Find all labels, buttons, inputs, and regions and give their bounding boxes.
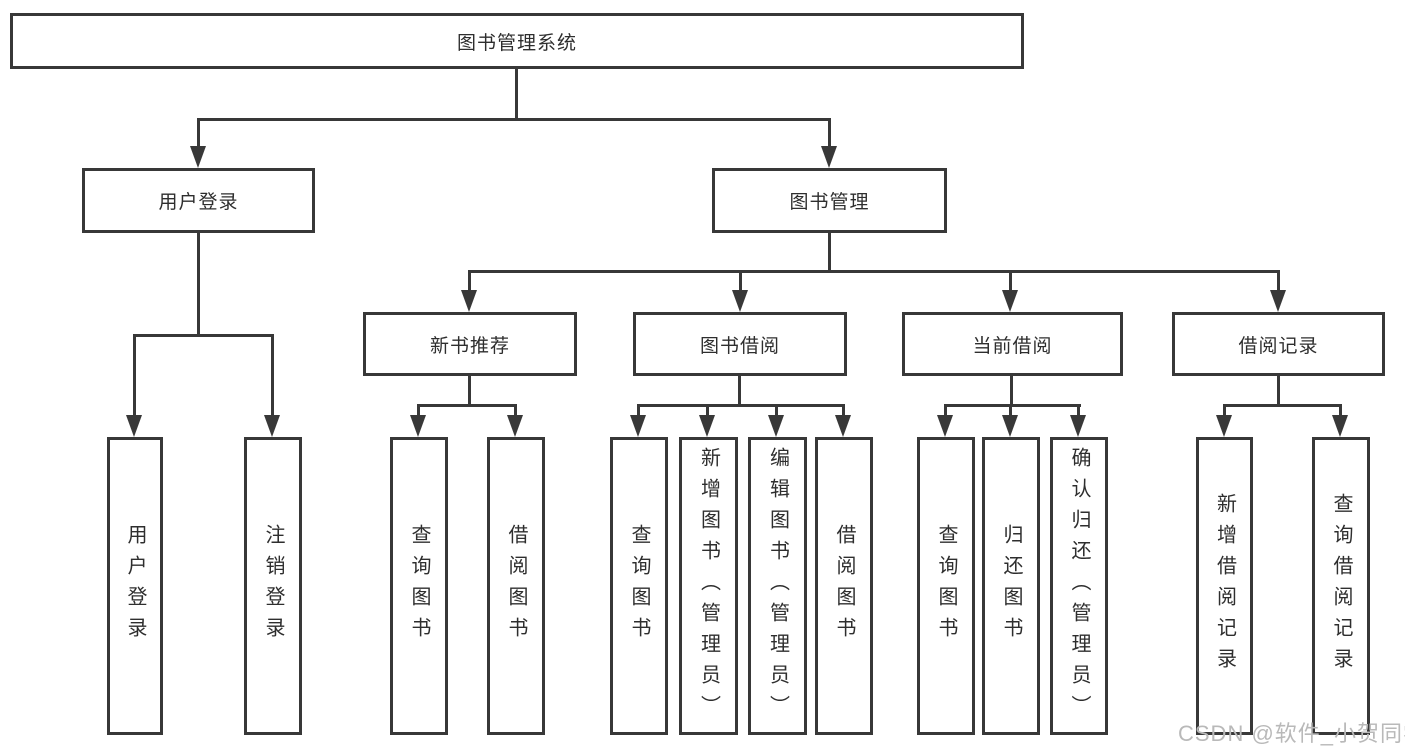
arrow-down-icon: [1216, 404, 1233, 437]
connector-borrow-stub: [738, 376, 741, 406]
connector-book-mgmt-stub: [828, 233, 831, 272]
leaf-confirm-return-admin: 确认归还（管理员）: [1050, 437, 1108, 735]
leaf-user-login: 用户登录: [107, 437, 163, 735]
arrow-down-icon: [1002, 404, 1019, 437]
node-book-borrow: 图书借阅: [633, 312, 847, 376]
leaf-query-books-rec-label: 查询图书: [408, 524, 430, 648]
node-book-management: 图书管理: [712, 168, 947, 233]
arrow-down-icon: [461, 270, 478, 312]
leaf-add-borrow-record-label: 新增借阅记录: [1213, 493, 1236, 679]
node-current-borrow-label: 当前借阅: [972, 335, 1053, 357]
connector-new-rec-stub: [468, 376, 471, 406]
leaf-edit-book-admin-label: 编辑图书（管理员）: [766, 446, 789, 726]
node-user-login-label: 用户登录: [158, 192, 239, 213]
connector-user-login-hline: [134, 334, 274, 337]
leaf-logout-label: 注销登录: [262, 524, 284, 648]
leaf-return-books: 归还图书: [982, 437, 1040, 735]
leaf-add-book-admin-label: 新增图书（管理员）: [697, 446, 720, 726]
node-user-login: 用户登录: [82, 168, 315, 233]
leaf-add-borrow-record: 新增借阅记录: [1196, 437, 1253, 735]
connector-root-stub: [515, 68, 518, 120]
leaf-edit-book-admin: 编辑图书（管理员）: [748, 437, 807, 735]
node-root: 图书管理系统: [10, 13, 1024, 69]
arrow-down-icon: [835, 404, 852, 437]
connector-records-stub: [1277, 376, 1280, 406]
arrow-down-icon: [699, 404, 716, 437]
arrow-down-icon: [1270, 270, 1287, 312]
leaf-user-login-label: 用户登录: [124, 524, 146, 648]
leaf-query-books-borrow: 查询图书: [610, 437, 668, 735]
leaf-query-borrow-record-label: 查询借阅记录: [1330, 493, 1352, 679]
connector-borrow-hline: [637, 404, 845, 407]
arrow-down-icon: [937, 404, 954, 437]
connector-current-hline: [944, 404, 1081, 407]
node-borrow-records: 借阅记录: [1172, 312, 1385, 376]
node-new-book-recommend-label: 新书推荐: [429, 335, 510, 357]
leaf-logout: 注销登录: [244, 437, 302, 735]
connector-records-hline: [1223, 404, 1342, 407]
node-book-borrow-label: 图书借阅: [699, 335, 780, 357]
leaf-borrow-books-label: 借阅图书: [833, 524, 855, 648]
node-current-borrow: 当前借阅: [902, 312, 1123, 376]
arrow-down-icon: [1332, 404, 1349, 437]
leaf-return-books-label: 归还图书: [1000, 524, 1022, 648]
watermark: CSDN @软件_小贺同学: [1178, 721, 1405, 746]
arrow-down-icon: [1070, 404, 1087, 437]
arrow-down-icon: [410, 404, 427, 437]
arrow-down-icon: [768, 404, 785, 437]
leaf-query-books-borrow-label: 查询图书: [628, 524, 650, 648]
node-root-label: 图书管理系统: [456, 32, 577, 54]
node-borrow-records-label: 借阅记录: [1238, 335, 1319, 357]
leaf-query-books-current-label: 查询图书: [935, 524, 957, 648]
connector-book-mgmt-hline: [468, 270, 1280, 273]
leaf-query-borrow-record: 查询借阅记录: [1312, 437, 1370, 735]
arrow-down-icon: [732, 270, 749, 312]
leaf-borrow-books: 借阅图书: [815, 437, 873, 735]
node-new-book-recommend: 新书推荐: [363, 312, 577, 376]
connector-user-login-stub: [197, 233, 200, 335]
leaf-add-book-admin: 新增图书（管理员）: [679, 437, 738, 735]
leaf-query-books-current: 查询图书: [917, 437, 975, 735]
arrow-down-icon: [1002, 270, 1019, 312]
leaf-borrow-books-rec: 借阅图书: [487, 437, 545, 735]
leaf-borrow-books-rec-label: 借阅图书: [505, 524, 527, 648]
arrow-down-icon: [126, 334, 143, 437]
connector-current-stub: [1010, 376, 1013, 406]
arrow-down-icon: [630, 404, 647, 437]
connector-new-rec-hline: [417, 404, 517, 407]
arrow-down-icon: [821, 118, 838, 168]
node-book-management-label: 图书管理: [789, 192, 870, 213]
arrow-down-icon: [507, 404, 524, 437]
leaf-query-books-rec: 查询图书: [390, 437, 448, 735]
arrow-down-icon: [264, 334, 281, 437]
leaf-confirm-return-admin-label: 确认归还（管理员）: [1068, 446, 1090, 726]
arrow-down-icon: [190, 118, 207, 168]
connector-root-hline: [197, 118, 831, 121]
